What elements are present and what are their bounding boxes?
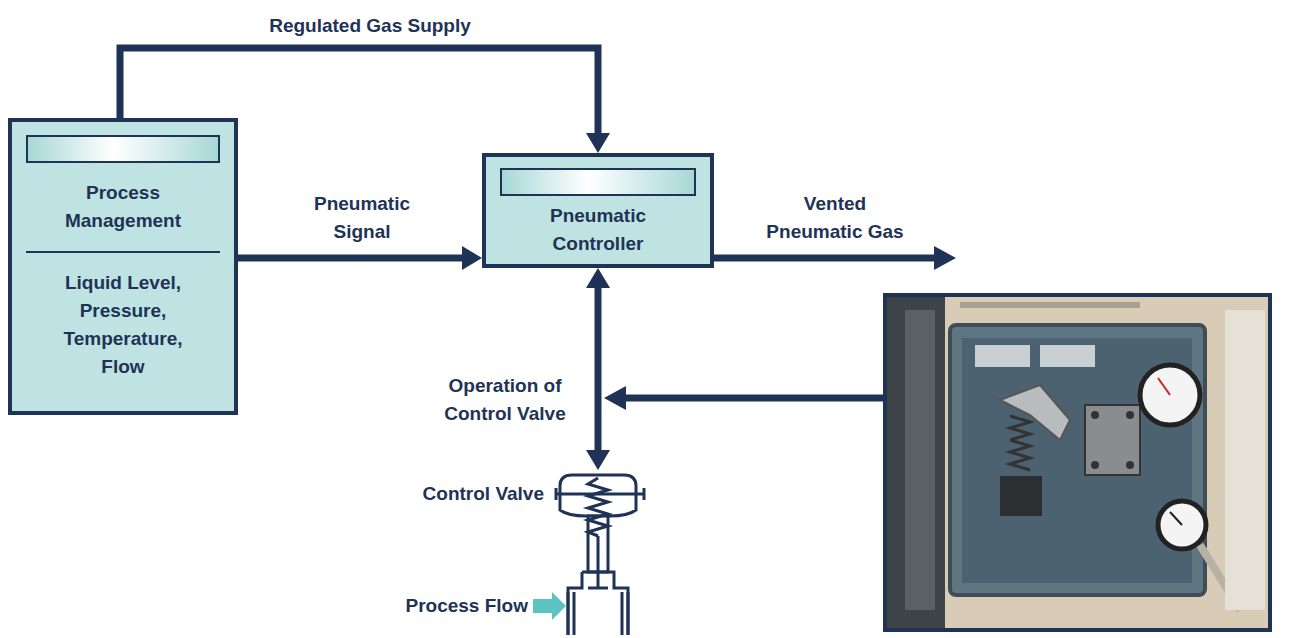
nameplate — [975, 345, 1030, 367]
edge-label: Regulated Gas Supply — [220, 12, 520, 40]
edge-label: Operation of Control Valve — [425, 372, 585, 428]
connector — [586, 268, 610, 470]
lever — [1000, 385, 1070, 440]
valve-body — [568, 572, 628, 635]
photo-frame — [885, 295, 1270, 630]
door-panel — [885, 295, 945, 630]
photo-ground — [885, 295, 1270, 630]
header-bar — [500, 168, 696, 196]
gauge — [1140, 365, 1200, 425]
pipe — [960, 302, 1140, 308]
plug — [588, 587, 608, 590]
panel-body: Liquid Level, Pressure, Temperature, Flo… — [48, 269, 198, 395]
arrow-head — [604, 386, 626, 410]
flow-arrow — [533, 592, 566, 620]
arrow-head — [934, 246, 956, 270]
pointer-line — [624, 395, 885, 402]
flange — [567, 592, 570, 635]
gauge — [1158, 501, 1206, 549]
flange — [627, 592, 630, 635]
screw — [1091, 461, 1099, 469]
enclosure — [950, 325, 1205, 595]
flange-tick — [643, 488, 646, 500]
connector-line — [595, 286, 602, 452]
connector — [238, 246, 482, 270]
vent-arrow — [714, 246, 956, 270]
door-edge — [905, 310, 935, 610]
arrow-head — [462, 246, 482, 270]
spring-base — [1000, 476, 1042, 516]
vent-label: Vented Pneumatic Gas — [755, 190, 915, 246]
spring — [1010, 416, 1030, 470]
connector-line — [238, 255, 464, 262]
gauge-needle — [1170, 512, 1182, 525]
flange-face — [621, 592, 624, 635]
flow-label: Process Flow — [380, 592, 528, 620]
vent-line — [714, 255, 936, 262]
flange-tick — [555, 488, 558, 500]
header-bar — [26, 135, 220, 163]
process-box: Pneumatic Controller — [482, 153, 714, 268]
process-box: Process ManagementLiquid Level, Pressure… — [8, 118, 238, 415]
arrow-head — [586, 450, 610, 470]
panel-heading: Process Management — [43, 179, 203, 235]
control-valve: Control Valve — [548, 470, 648, 635]
background-equipment — [1225, 310, 1265, 610]
valve-symbol — [548, 470, 648, 635]
valve-label: Control Valve — [423, 480, 544, 508]
relay — [1085, 405, 1140, 475]
controller-label: Pneumatic Controller — [523, 202, 673, 258]
stem — [597, 536, 600, 588]
screw — [1126, 461, 1134, 469]
screw — [1126, 411, 1134, 419]
nameplate — [1040, 345, 1095, 367]
arrow-head — [586, 133, 610, 153]
gauge-needle — [1158, 378, 1170, 395]
flange-face — [573, 592, 576, 635]
edge-label: Pneumatic Signal — [302, 190, 422, 246]
spring — [588, 478, 608, 536]
divider — [26, 251, 220, 253]
photo-pointer — [604, 386, 885, 410]
screw — [1091, 411, 1099, 419]
arrow-head — [586, 268, 610, 288]
controller-photo — [885, 295, 1270, 630]
